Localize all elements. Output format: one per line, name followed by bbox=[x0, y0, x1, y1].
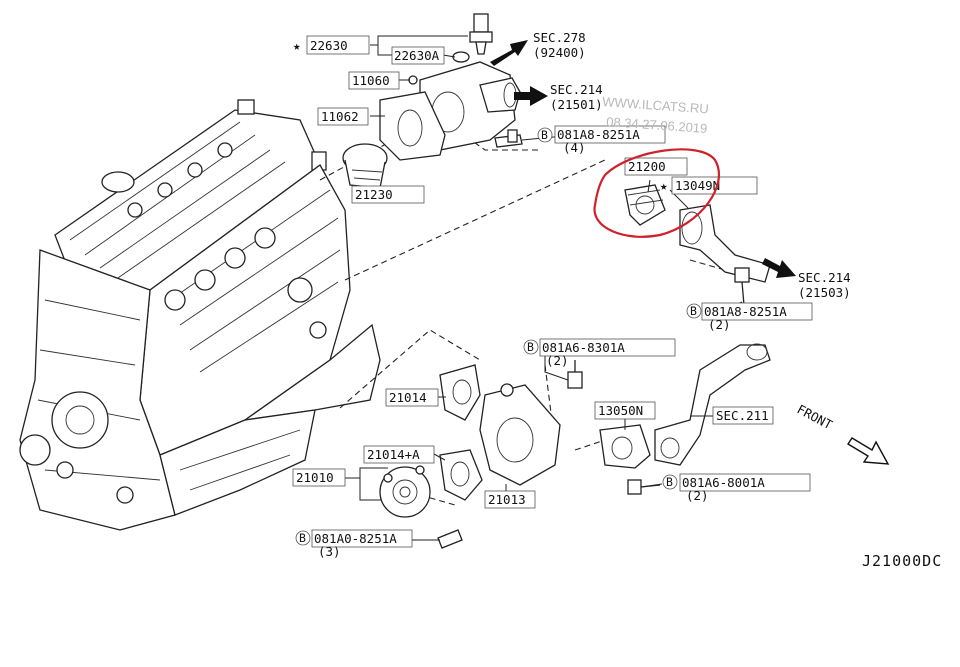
star-marker-22630: ★ bbox=[293, 38, 301, 53]
watermark: WWW.ILCATS.RU 08.34 27.06.2019 bbox=[602, 94, 709, 136]
label-21014a: 21014+A bbox=[367, 447, 420, 462]
label-sec211: SEC.211 bbox=[716, 408, 769, 423]
front-label: FRONT bbox=[795, 401, 836, 432]
label-13049n: 13049N bbox=[675, 178, 720, 193]
bolt-marker-3: B bbox=[527, 340, 534, 354]
label-bolt-081a8-8251a-4: 081A8-8251A bbox=[557, 127, 640, 142]
label-bolt-qty-2-a: (2) bbox=[708, 317, 731, 332]
label-21014: 21014 bbox=[389, 390, 427, 405]
label-13050n: 13050N bbox=[598, 403, 643, 418]
label-21230: 21230 bbox=[355, 187, 393, 202]
label-22630a: 22630A bbox=[394, 48, 440, 63]
front-arrow-icon bbox=[847, 437, 890, 465]
label-bolt-081a8-8251a-2: 081A8-8251A bbox=[704, 304, 787, 319]
highlight-circle bbox=[593, 148, 721, 238]
label-bolt-qty-4: (4) bbox=[563, 140, 586, 155]
label-sec214-b: SEC.214 bbox=[798, 270, 851, 285]
label-21200: 21200 bbox=[628, 159, 666, 174]
bolt-marker-5: B bbox=[299, 531, 306, 545]
label-sec214-a-sub: (21501) bbox=[550, 97, 603, 112]
star-marker-13049n: ★ bbox=[660, 178, 668, 193]
label-sec214-b-sub: (21503) bbox=[798, 285, 851, 300]
bolt-marker-4: B bbox=[666, 475, 673, 489]
label-11062: 11062 bbox=[321, 109, 359, 124]
label-bolt-081a6-8001a: 081A6-8001A bbox=[682, 475, 765, 490]
label-bolt-qty-3: (3) bbox=[318, 544, 341, 559]
diagram-code: J21000DC bbox=[862, 552, 942, 570]
label-sec214-a: SEC.214 bbox=[550, 82, 603, 97]
label-22630: 22630 bbox=[310, 38, 348, 53]
label-sec278: SEC.278 bbox=[533, 30, 586, 45]
label-21010: 21010 bbox=[296, 470, 334, 485]
label-bolt-081a0-8251a: 081A0-8251A bbox=[314, 531, 397, 546]
component-art bbox=[342, 13, 771, 549]
front-indicator: FRONT bbox=[795, 401, 890, 465]
label-bolt-qty-2-c: (2) bbox=[686, 488, 709, 503]
bolt-marker-1: B bbox=[541, 128, 548, 142]
bolt-marker-2: B bbox=[690, 304, 697, 318]
label-sec278-sub: (92400) bbox=[533, 45, 586, 60]
part-labels: ★ 22630 22630A SEC.278 (92400) 11060 SEC… bbox=[292, 30, 851, 559]
watermark-site: WWW.ILCATS.RU bbox=[602, 94, 709, 116]
label-21013: 21013 bbox=[488, 492, 526, 507]
label-11060: 11060 bbox=[352, 73, 390, 88]
label-bolt-081a6-8301a: 081A6-8301A bbox=[542, 340, 625, 355]
engine-block bbox=[19, 99, 381, 531]
label-bolt-qty-2-b: (2) bbox=[546, 353, 569, 368]
watermark-timestamp: 08.34 27.06.2019 bbox=[606, 114, 708, 136]
direction-arrows bbox=[490, 40, 796, 278]
